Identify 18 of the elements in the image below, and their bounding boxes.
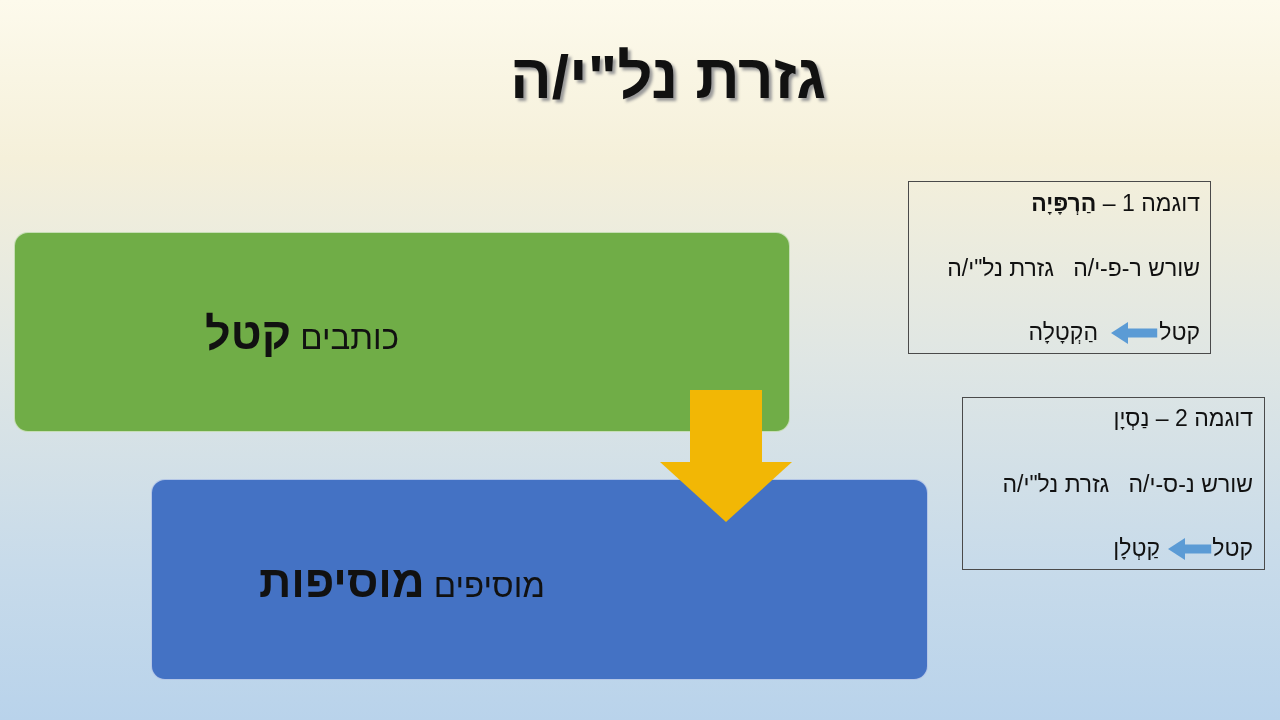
block-arrow bbox=[1168, 538, 1212, 560]
slide-title: גזרת נל"י/ה bbox=[509, 41, 827, 113]
step-box bbox=[151, 479, 928, 680]
step-box bbox=[14, 232, 790, 432]
word-label: קַטְלָן bbox=[1113, 535, 1160, 563]
example-heading: דוגמה 1 – הַרְפָּיָה bbox=[1031, 190, 1200, 218]
example-box bbox=[962, 397, 1265, 570]
block-arrow bbox=[1111, 322, 1158, 344]
step-label: מוסיפים מוסיפות bbox=[259, 555, 545, 609]
example-heading: דוגמה 2 – נַסְיָן bbox=[1113, 405, 1253, 433]
root-line: שורש ר-פ-י/ה גזרת נל"י/ה bbox=[947, 255, 1200, 283]
root-line: שורש נ-ס-י/ה גזרת נל"י/ה bbox=[1002, 471, 1253, 499]
word-label: הַקְטָלָה bbox=[1028, 319, 1098, 347]
example-box bbox=[908, 181, 1211, 354]
step-label: כותבים קטל bbox=[204, 307, 399, 361]
word-label: קטל bbox=[1159, 319, 1200, 347]
word-label: קטל bbox=[1212, 535, 1253, 563]
block-arrow bbox=[660, 390, 792, 522]
